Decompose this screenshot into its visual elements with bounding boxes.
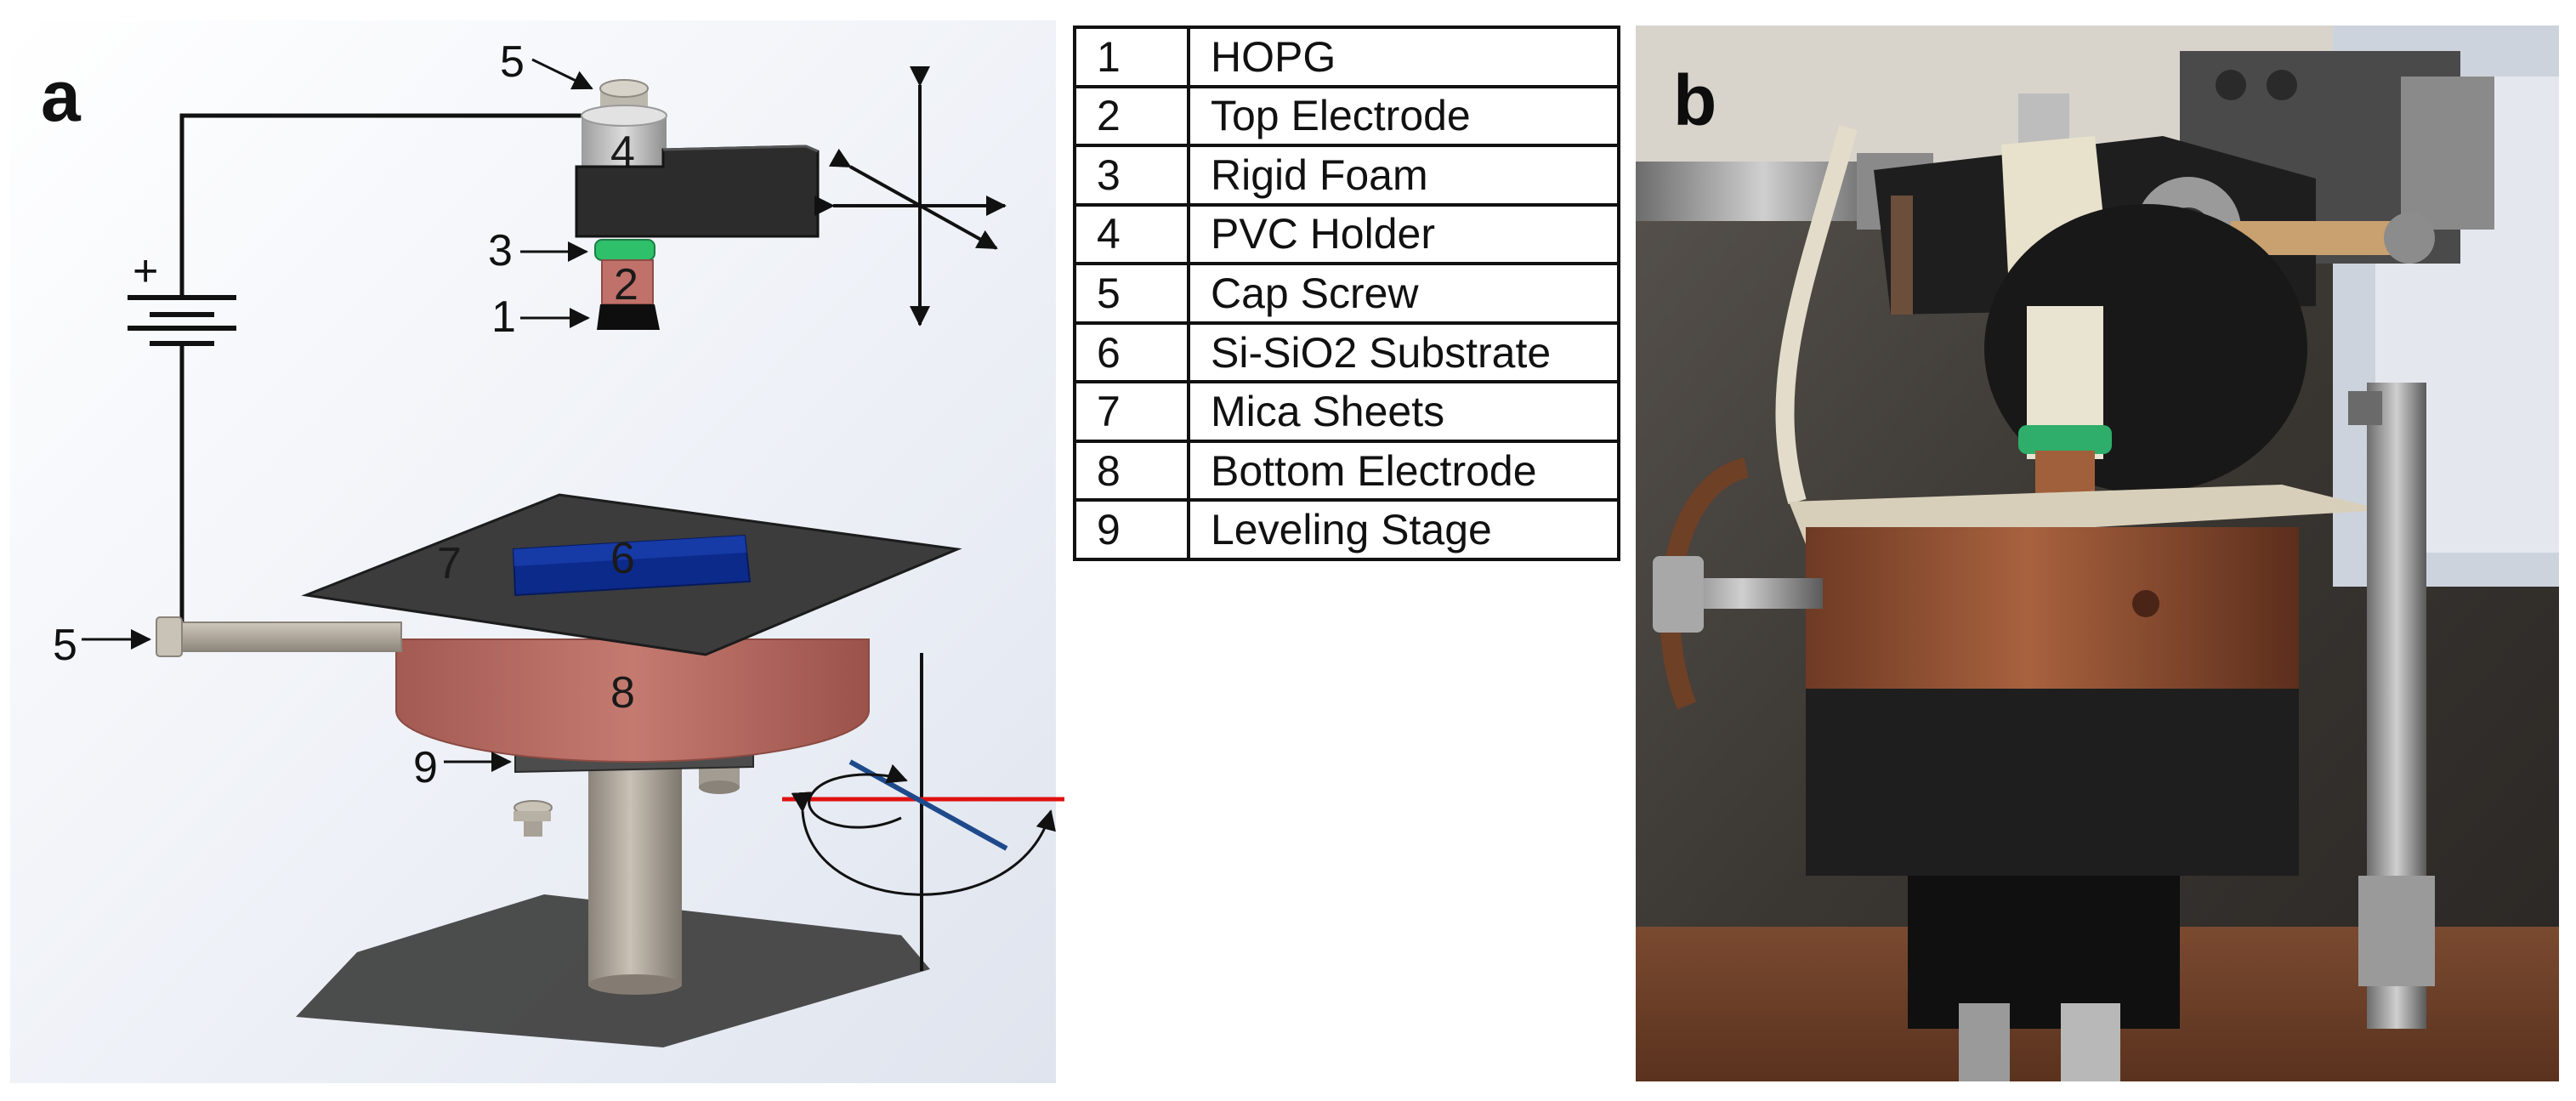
callout-cap-screw-side: 5 [53,621,77,670]
substrate-label: 6 [610,534,635,583]
panel-b-letter: b [1673,60,1717,140]
leveling-knob-icon [513,800,553,837]
legend-label: Cap Screw [1187,262,1620,325]
legend-label: Top Electrode [1187,84,1620,148]
panel-a-diagram: a + 4 2 5 3 1 [10,20,1064,1083]
callout-leveling-stage: 9 [413,743,438,792]
support-post-icon [588,765,682,986]
xyz-motion-arrows-icon [814,66,1007,326]
legend-number: 9 [1073,498,1190,561]
legend-label: Si-SiO2 Substrate [1187,321,1620,384]
legend-number: 5 [1073,262,1190,325]
legend-label: PVC Holder [1187,202,1620,266]
legend-label: Bottom Electrode [1187,439,1620,502]
legend-number: 4 [1073,202,1190,266]
panel-a-letter: a [41,56,82,136]
callout-hopg: 1 [491,292,516,342]
callout-arrow [531,58,593,90]
tilt-rotation-indicator-icon [782,653,1064,971]
legend-label: Rigid Foam [1187,144,1620,207]
mica-sheets-label: 7 [437,539,462,588]
apparatus-photo-icon [1636,26,2559,1081]
top-electrode-icon [601,259,654,305]
legend-label: HOPG [1187,26,1620,88]
legend-label: Leveling Stage [1187,498,1620,561]
battery-icon [128,295,236,346]
panel-b-photo: b [1636,26,2559,1081]
legend-label: Mica Sheets [1187,380,1620,443]
cap-screw-side-icon [156,616,402,657]
callout-cap-screw-top: 5 [500,37,525,87]
rigid-foam-icon [594,239,655,261]
callout-rigid-foam: 3 [488,226,513,275]
legend-number: 6 [1073,321,1190,384]
substrate-icon [512,534,752,597]
battery-plus-sign: + [133,247,158,296]
bottom-electrode-icon [395,638,870,763]
bottom-electrode-label: 8 [610,668,635,718]
top-electrode-label: 2 [614,260,638,309]
pvc-holder-icon [581,105,667,168]
legend-number: 7 [1073,380,1190,443]
legend-number: 8 [1073,439,1190,502]
hopg-icon [597,304,660,330]
legend-number: 1 [1073,26,1190,88]
legend-number: 2 [1073,84,1190,148]
legend-number: 3 [1073,144,1190,207]
